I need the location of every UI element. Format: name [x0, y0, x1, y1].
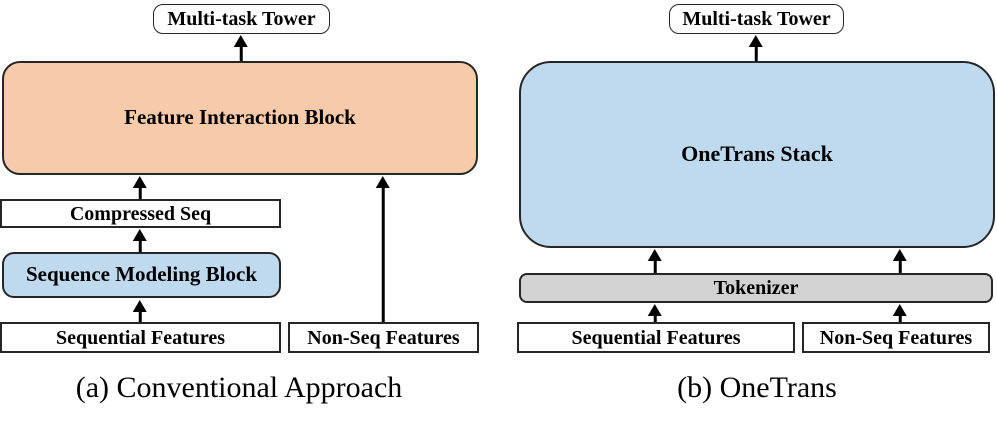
arrow-seqfeat-to-smb	[138, 311, 142, 322]
tokenizer-box: Tokenizer	[519, 273, 993, 303]
arrow-seqfeat-to-tokenizer	[653, 315, 657, 322]
arrow-nonseq-to-fib	[381, 187, 385, 322]
non-seq-features-box-a: Non-Seq Features	[288, 322, 479, 353]
sequential-features-box-b: Sequential Features	[517, 322, 795, 353]
arrow-tokenizer-to-onetrans-right	[898, 260, 902, 273]
panel-b-caption: (b) OneTrans	[677, 371, 837, 404]
multi-task-tower-box-b: Multi-task Tower	[669, 4, 844, 34]
arrow-tokenizer-to-onetrans-left	[653, 260, 657, 273]
arrow-compressed-to-fib	[138, 187, 142, 199]
sequential-features-box-a: Sequential Features	[0, 322, 281, 353]
onetrans-stack-box: OneTrans Stack	[519, 61, 995, 248]
sequence-modeling-block: Sequence Modeling Block	[2, 252, 281, 298]
multi-task-tower-box-a: Multi-task Tower	[153, 4, 330, 34]
arrow-onetrans-to-tower-b	[754, 46, 758, 61]
panel-a-caption: (a) Conventional Approach	[75, 371, 403, 404]
feature-interaction-block: Feature Interaction Block	[2, 61, 478, 175]
arrow-smb-to-compressed	[138, 240, 142, 252]
arrow-nonseq-to-tokenizer	[898, 315, 902, 322]
arrow-fib-to-tower-a	[239, 46, 243, 61]
compressed-seq-box: Compressed Seq	[0, 199, 281, 228]
non-seq-features-box-b: Non-Seq Features	[802, 322, 990, 353]
